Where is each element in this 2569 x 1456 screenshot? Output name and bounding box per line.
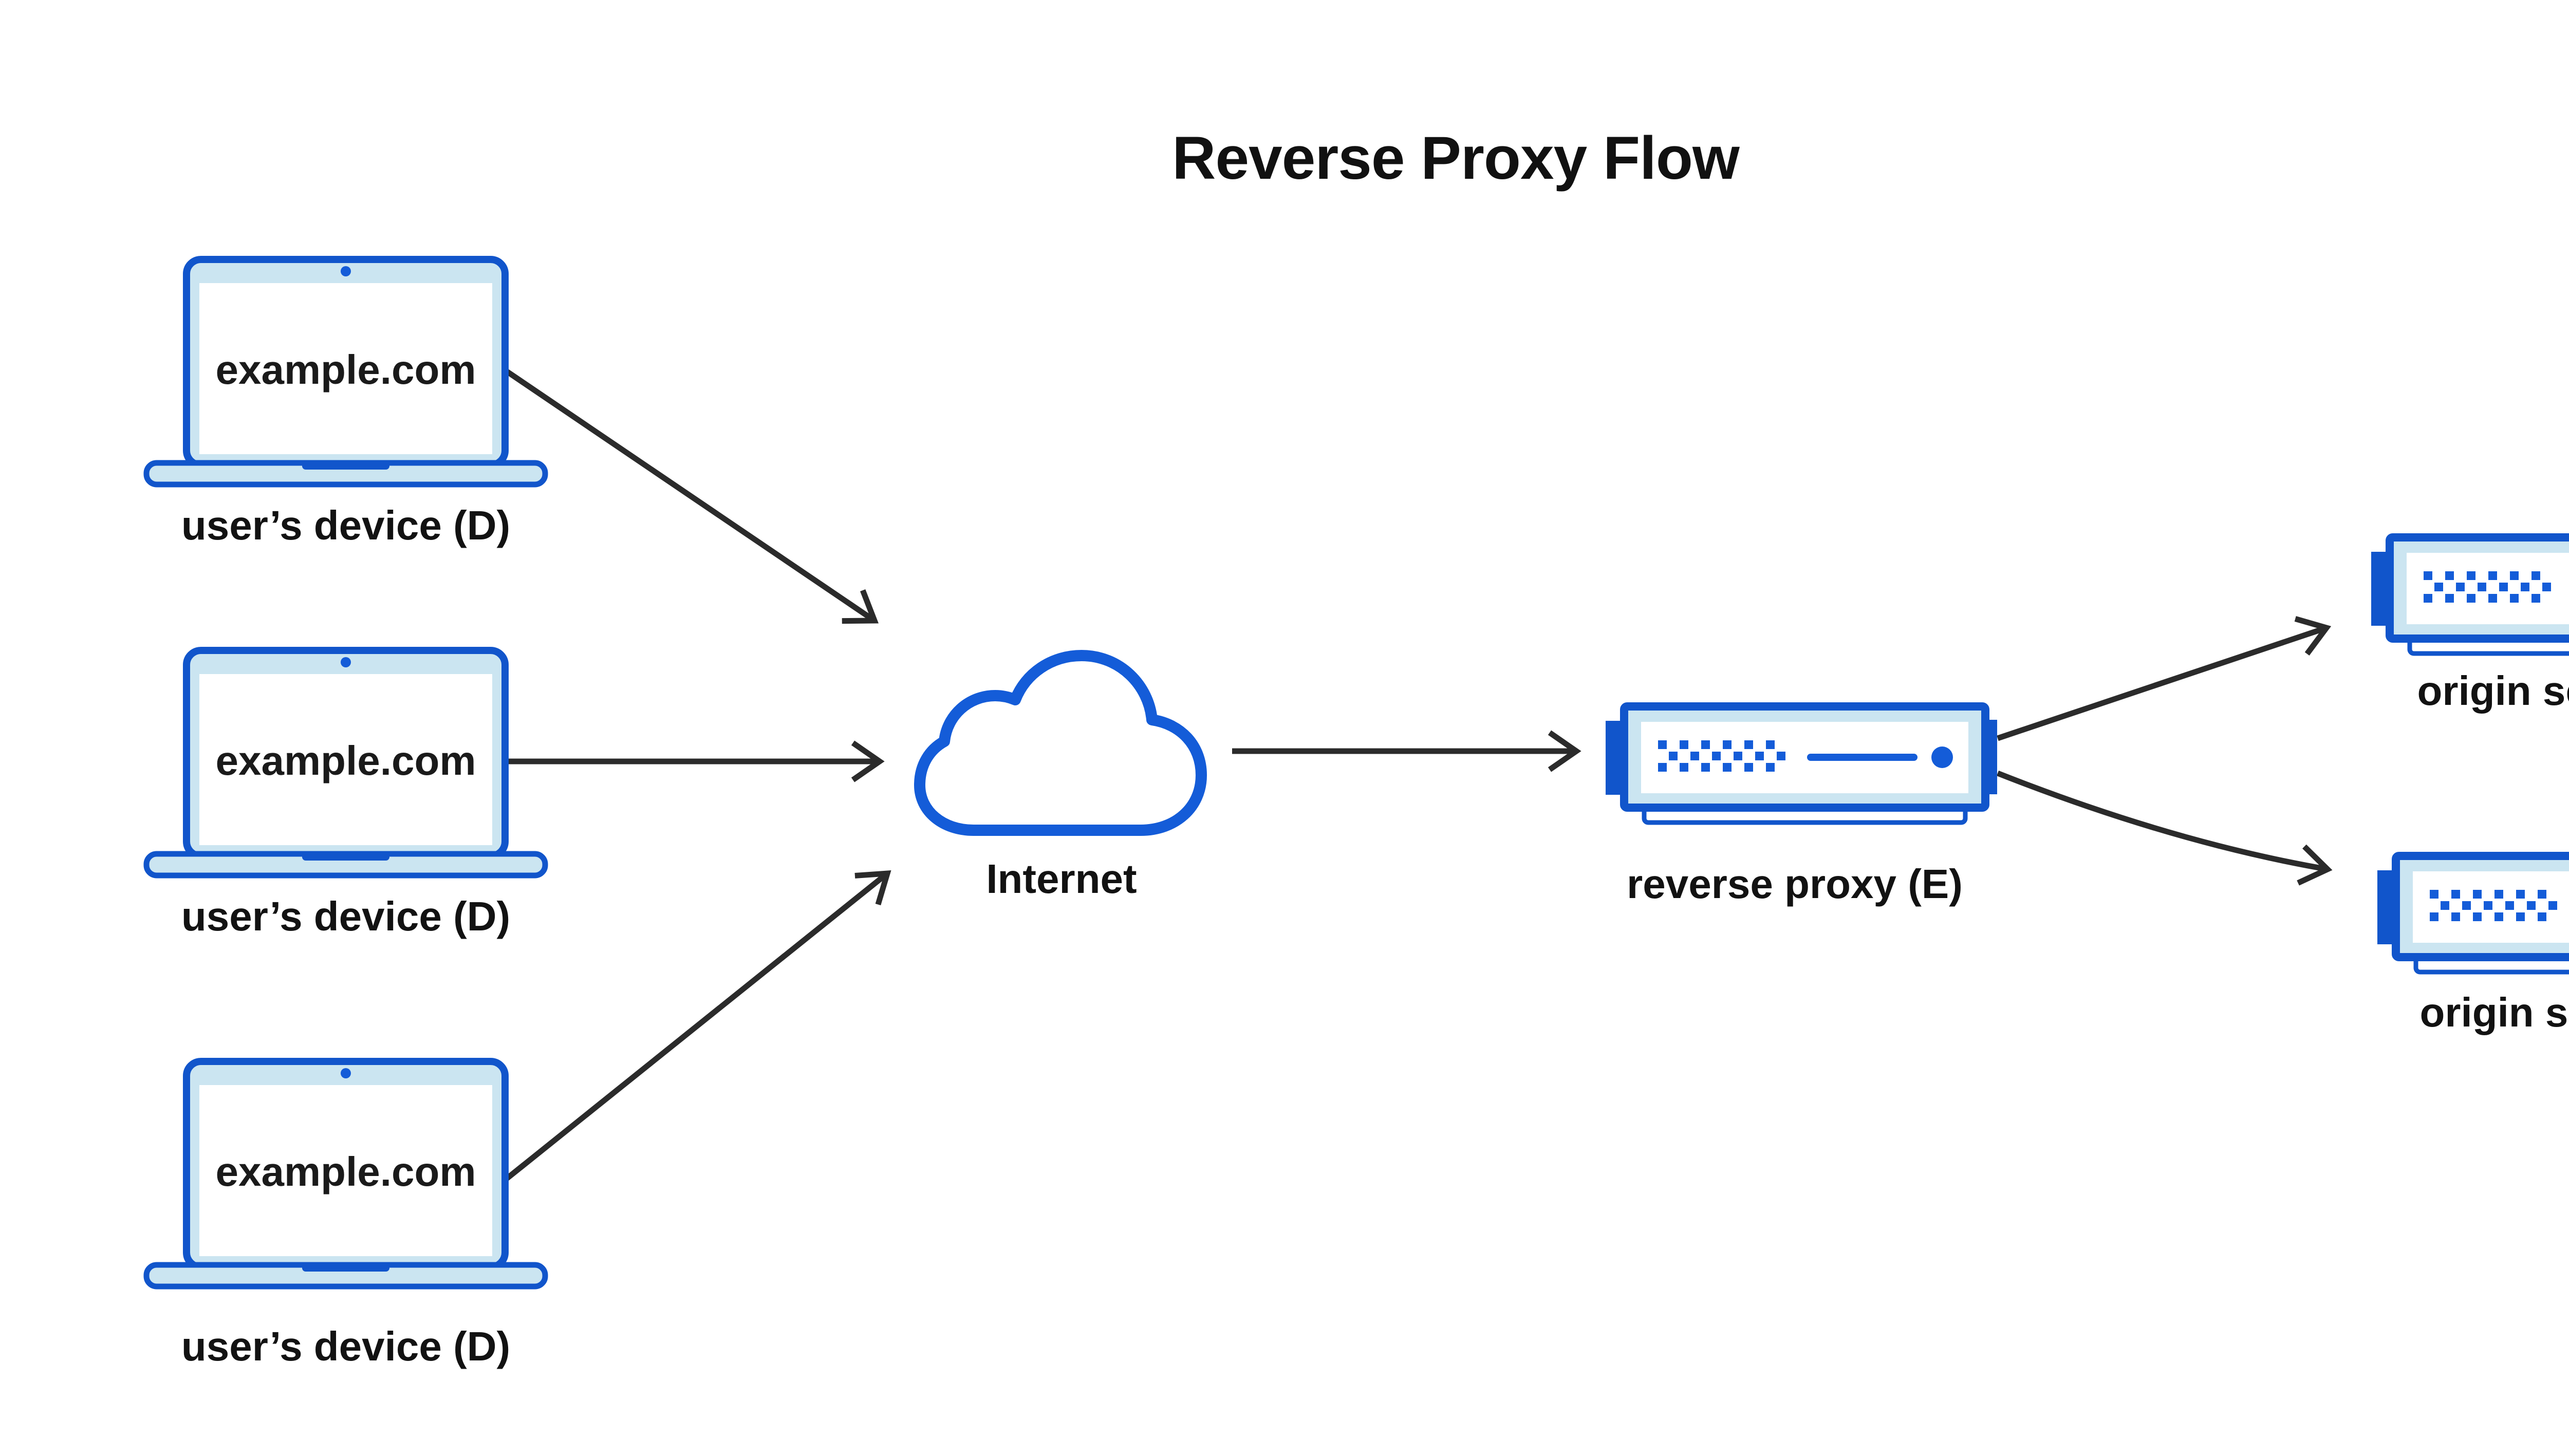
arrow-proxy-to-origin2 xyxy=(1996,770,2333,886)
arrow-proxy-to-origin1 xyxy=(1997,616,2332,741)
server-icon xyxy=(1606,706,1997,823)
diagram-title: Reverse Proxy Flow xyxy=(1172,124,1740,192)
device-screen-text: example.com xyxy=(216,347,476,393)
device-label: user’s device (D) xyxy=(181,502,510,548)
cloud-icon xyxy=(914,650,1207,836)
server-icon xyxy=(2377,856,2569,972)
user-device-2: example.com user’s device (D) xyxy=(146,650,545,939)
device-label: user’s device (D) xyxy=(181,1323,510,1369)
flow-arrows xyxy=(504,368,2333,1182)
server-icon xyxy=(2371,537,2569,654)
arrow-device1-to-internet xyxy=(504,368,879,624)
origin-server-2: origin server (F) xyxy=(2377,856,2569,1035)
reverse-proxy-node: reverse proxy (E) xyxy=(1606,706,1997,907)
origin-server-label: origin server (F) xyxy=(2419,990,2569,1035)
arrow-device3-to-internet xyxy=(504,870,891,1182)
device-screen-text: example.com xyxy=(216,738,476,783)
origin-server-label: origin server (F) xyxy=(2417,668,2569,714)
internet-label: Internet xyxy=(986,856,1137,902)
origin-server-1: origin server (F) xyxy=(2371,537,2569,714)
user-device-1: example.com user’s device (D) xyxy=(146,259,545,548)
user-device-3: example.com user’s device (D) xyxy=(146,1061,545,1369)
internet-node: Internet xyxy=(914,650,1207,902)
device-screen-text: example.com xyxy=(216,1149,476,1194)
reverse-proxy-label: reverse proxy (E) xyxy=(1627,861,1963,907)
device-label: user’s device (D) xyxy=(181,893,510,939)
